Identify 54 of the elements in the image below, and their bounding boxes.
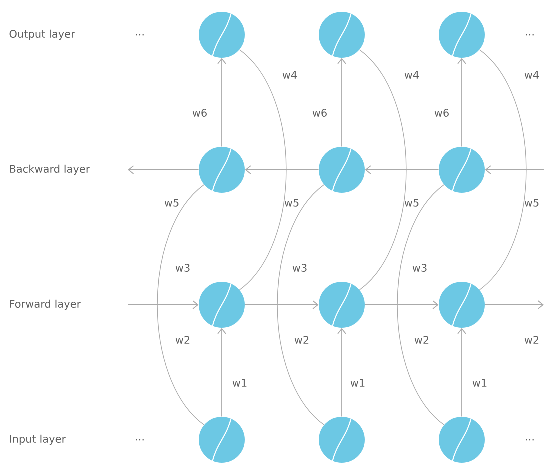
- weight-label: w3: [412, 264, 427, 272]
- neuron-circle: [199, 147, 245, 193]
- weight-label: w6: [434, 109, 449, 117]
- neuron-circle: [319, 417, 365, 463]
- neuron-circle: [199, 12, 245, 58]
- weight-label: w4: [282, 71, 298, 79]
- neuron-circle: [199, 282, 245, 328]
- arrow: [338, 58, 346, 148]
- ellipsis: ...: [526, 34, 534, 36]
- weight-label: w6: [312, 109, 327, 117]
- weight-label: w2: [176, 336, 190, 344]
- neuron-circle: [199, 417, 245, 463]
- weight-label: w1: [472, 379, 487, 387]
- arrow: [485, 166, 544, 174]
- arrow: [458, 58, 466, 148]
- layer-name: Backward layer: [10, 164, 90, 176]
- weight-label: w5: [284, 199, 299, 207]
- layer-name: Forward layer: [10, 300, 82, 310]
- ellipsis: ...: [526, 439, 534, 441]
- ellipsis: ...: [136, 439, 144, 441]
- weight-label: w5: [164, 199, 179, 207]
- weight-label: w3: [176, 264, 190, 272]
- weight-label: w1: [232, 379, 247, 387]
- weight-label: w4: [404, 71, 420, 79]
- arrow: [128, 300, 199, 310]
- layer-name: Output layer: [10, 30, 76, 40]
- weight-label: w5: [524, 199, 539, 207]
- weight-label: w1: [350, 379, 365, 387]
- ellipsis: ...: [136, 34, 144, 36]
- arrow: [218, 58, 226, 148]
- weight-label: w2: [524, 336, 539, 344]
- weight-label: w5: [404, 199, 419, 207]
- arrow: [364, 300, 439, 310]
- weight-label: w2: [294, 336, 309, 344]
- weight-label: w4: [524, 71, 540, 79]
- neuron-circle: [319, 147, 365, 193]
- neuron-circle: [439, 417, 485, 463]
- layer-name: Input layer: [10, 434, 66, 446]
- weight-label: w6: [192, 109, 207, 117]
- weight-label: w3: [292, 264, 307, 272]
- neuron-circle: [439, 147, 485, 193]
- arrow: [218, 328, 226, 418]
- arrow: [244, 300, 319, 310]
- arrow: [484, 300, 544, 310]
- neuron-circle: [439, 12, 485, 58]
- arrow: [245, 166, 320, 174]
- arrow: [365, 166, 440, 174]
- arrow: [458, 328, 466, 418]
- neuron-circle: [319, 12, 365, 58]
- neuron-circle: [439, 282, 485, 328]
- neuron-circle: [319, 282, 365, 328]
- arrow: [128, 166, 200, 174]
- arrow: [338, 328, 346, 418]
- weight-label: w2: [414, 336, 429, 344]
